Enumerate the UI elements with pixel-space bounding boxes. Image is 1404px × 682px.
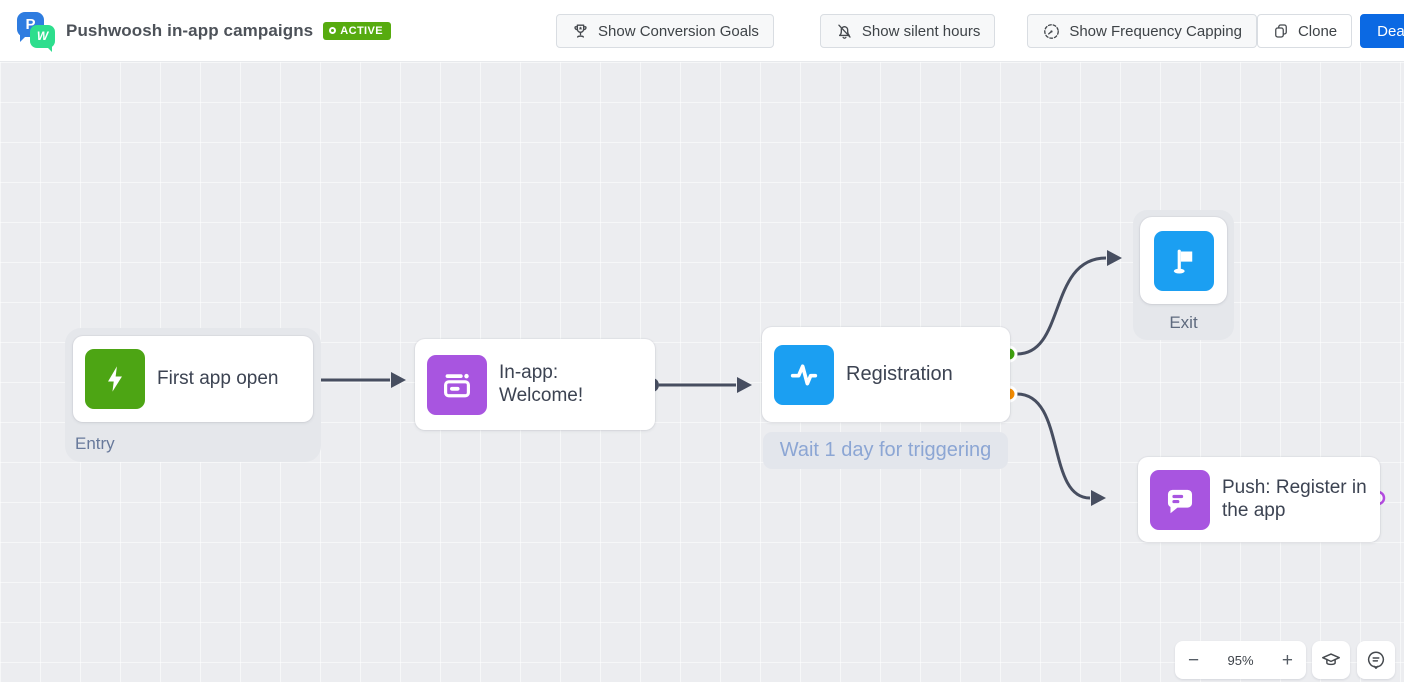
graduation-cap-icon <box>1322 653 1340 666</box>
trophy-icon <box>574 23 587 38</box>
entry-group: First app open Entry <box>65 328 321 462</box>
status-badge: ACTIVE <box>323 21 391 40</box>
exit-label: Exit <box>1169 313 1198 332</box>
node-title: First app open <box>157 367 279 389</box>
zoom-out-button[interactable]: − <box>1188 649 1200 671</box>
arrowhead-icon <box>391 372 406 388</box>
node-title: In-app: Welcome! <box>499 362 584 406</box>
show-frequency-capping-button[interactable]: Show Frequency Capping <box>1027 14 1257 48</box>
lightning-icon <box>85 349 145 409</box>
show-conversion-goals-label: Show Conversion Goals <box>598 22 759 40</box>
node-exit[interactable] <box>1140 217 1227 304</box>
pushwoosh-logo-icon: P W <box>14 9 56 53</box>
clone-button[interactable]: Clone <box>1256 14 1353 48</box>
entry-label: Entry <box>75 434 115 453</box>
bell-slash-icon <box>838 23 851 39</box>
logo-bubble-w: W <box>30 24 55 52</box>
deactivate-button[interactable]: Deactivate <box>1360 14 1404 48</box>
clone-label: Clone <box>1297 22 1338 40</box>
node-registration[interactable]: Registration <box>762 327 1010 422</box>
node-push-register[interactable]: Push: Register in the app <box>1138 457 1380 542</box>
wait-trigger-note: Wait 1 day for triggering <box>763 432 1008 469</box>
node-first-app-open[interactable]: First app open <box>73 336 313 422</box>
node-inapp-welcome[interactable]: In-app: Welcome! <box>415 339 655 430</box>
gauge-icon <box>1044 23 1060 39</box>
header-actions: Show Conversion Goals Show silent hours … <box>556 14 1404 48</box>
pulse-icon <box>774 344 834 405</box>
arrowhead-icon <box>1091 490 1106 506</box>
inapp-message-icon <box>427 354 487 415</box>
edge-registration-to-exit <box>1016 256 1107 356</box>
feedback-bubble-icon <box>1367 651 1385 669</box>
push-message-icon <box>1150 469 1210 530</box>
show-frequency-capping-label: Show Frequency Capping <box>1069 22 1242 40</box>
feedback-button[interactable] <box>1357 641 1395 679</box>
show-silent-hours-label: Show silent hours <box>861 22 981 40</box>
edge-registration-to-push <box>1016 392 1091 500</box>
show-silent-hours-button[interactable]: Show silent hours <box>819 14 996 48</box>
zoom-level: 95% <box>1227 652 1254 668</box>
node-title: Registration <box>846 362 953 385</box>
flag-icon <box>1153 230 1214 291</box>
flow-canvas[interactable]: First app open Entry In-app: Welcome! Re… <box>0 62 1404 682</box>
status-dot-icon <box>329 27 337 34</box>
header: P W Pushwoosh in-app campaigns ACTIVE Sh… <box>0 0 1404 62</box>
exit-group: Exit <box>1133 210 1234 340</box>
tutorial-button[interactable] <box>1312 641 1350 679</box>
arrowhead-icon <box>1107 250 1122 266</box>
zoom-in-button[interactable]: + <box>1281 649 1293 671</box>
zoom-toolbar: − 95% + <box>1175 641 1306 679</box>
page-title: Pushwoosh in-app campaigns <box>66 20 314 40</box>
show-conversion-goals-button[interactable]: Show Conversion Goals <box>556 14 774 48</box>
node-title: Push: Register in the app <box>1222 477 1367 521</box>
arrowhead-icon <box>737 377 752 393</box>
clone-icon <box>1275 24 1287 38</box>
deactivate-label: Deactivate <box>1377 22 1404 40</box>
